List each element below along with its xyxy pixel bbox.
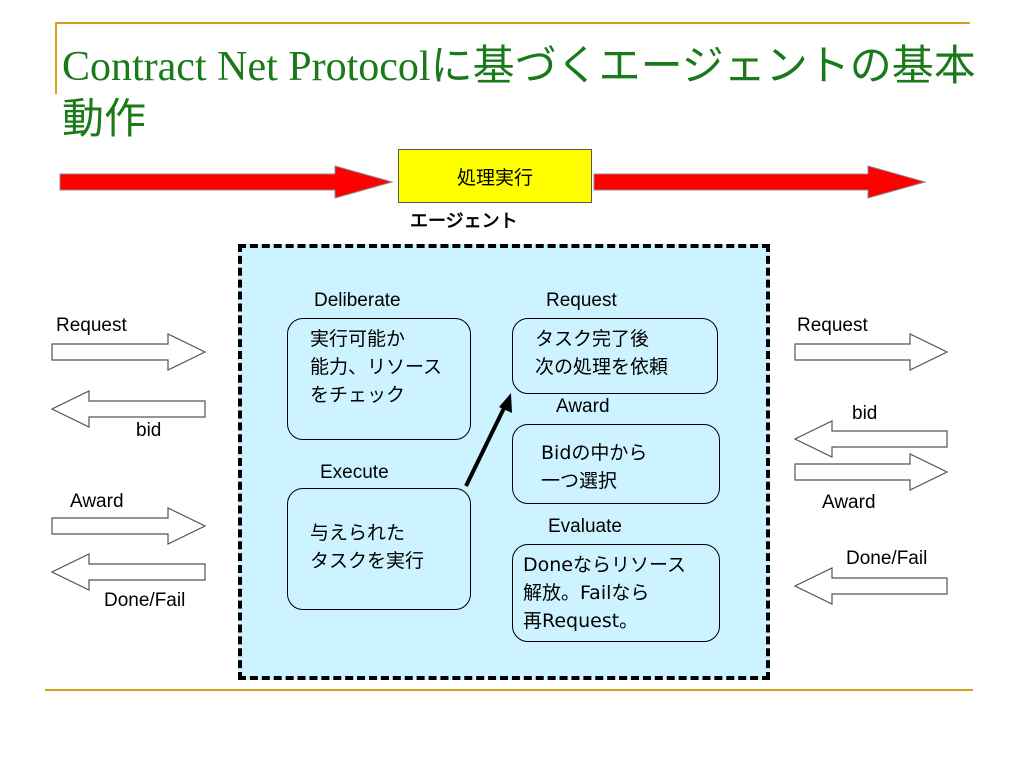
evaluate-line: 解放。Failなら: [523, 582, 650, 604]
top-rule: [55, 22, 970, 24]
right-bid-label: bid: [852, 403, 878, 424]
request-line: タスク完了後: [535, 328, 650, 350]
left-bid-label: bid: [136, 420, 162, 441]
execute-label: Execute: [320, 462, 389, 483]
award-box: Bidの中から 一つ選択: [512, 424, 720, 504]
evaluate-label: Evaluate: [548, 516, 622, 537]
deliberate-line: 実行可能か: [310, 328, 406, 350]
execute-to-request-arrowhead: [499, 393, 512, 413]
award-line: 一つ選択: [541, 470, 618, 492]
right-done-fail-label: Done/Fail: [846, 548, 928, 569]
deliberate-box: 実行可能か 能力、リソース をチェック: [287, 318, 471, 440]
left-request-label: Request: [56, 315, 127, 336]
slide-title: Contract Net Protocolに基づくエージェントの基本動作: [62, 40, 992, 145]
evaluate-box: Doneならリソース 解放。Failなら 再Request。: [512, 544, 720, 642]
flow-arrow-left: [59, 165, 394, 199]
evaluate-line: 再Request。: [523, 610, 639, 632]
right-request-label: Request: [797, 315, 868, 336]
evaluate-line: Doneならリソース: [523, 554, 687, 576]
deliberate-line: をチェック: [310, 384, 406, 406]
right-done-fail-arrow: [793, 567, 948, 605]
award-line: Bidの中から: [541, 442, 648, 464]
title-japanese: に基づくエージェントの基本動作: [62, 41, 976, 143]
left-done-fail-label: Done/Fail: [104, 590, 186, 611]
title-english: Contract Net Protocol: [62, 44, 431, 90]
left-done-fail-arrow: [50, 553, 206, 591]
request-label: Request: [546, 290, 617, 311]
left-request-arrow: [51, 333, 207, 371]
left-award-label: Award: [70, 491, 124, 512]
right-award-label: Award: [822, 492, 876, 513]
right-request-arrow: [794, 333, 949, 371]
right-award-arrow: [794, 453, 949, 491]
right-bid-arrow: [793, 420, 948, 458]
execute-line: 与えられた: [310, 522, 406, 544]
left-bid-arrow: [50, 390, 206, 428]
deliberate-line: 能力、リソース: [310, 356, 443, 378]
left-rule: [55, 22, 57, 94]
execute-line: タスクを実行: [310, 550, 425, 572]
process-box: 処理実行: [398, 149, 592, 203]
execute-to-request-arrow: [464, 405, 507, 487]
request-box: タスク完了後 次の処理を依頼: [512, 318, 718, 394]
agent-label: エージェント: [410, 211, 518, 232]
award-label: Award: [556, 396, 610, 417]
flow-arrow-right: [593, 165, 927, 199]
execute-box: 与えられた タスクを実行: [287, 488, 471, 610]
left-award-arrow: [51, 507, 207, 545]
deliberate-label: Deliberate: [314, 290, 401, 311]
bottom-rule: [45, 689, 973, 691]
request-line: 次の処理を依頼: [535, 356, 669, 378]
